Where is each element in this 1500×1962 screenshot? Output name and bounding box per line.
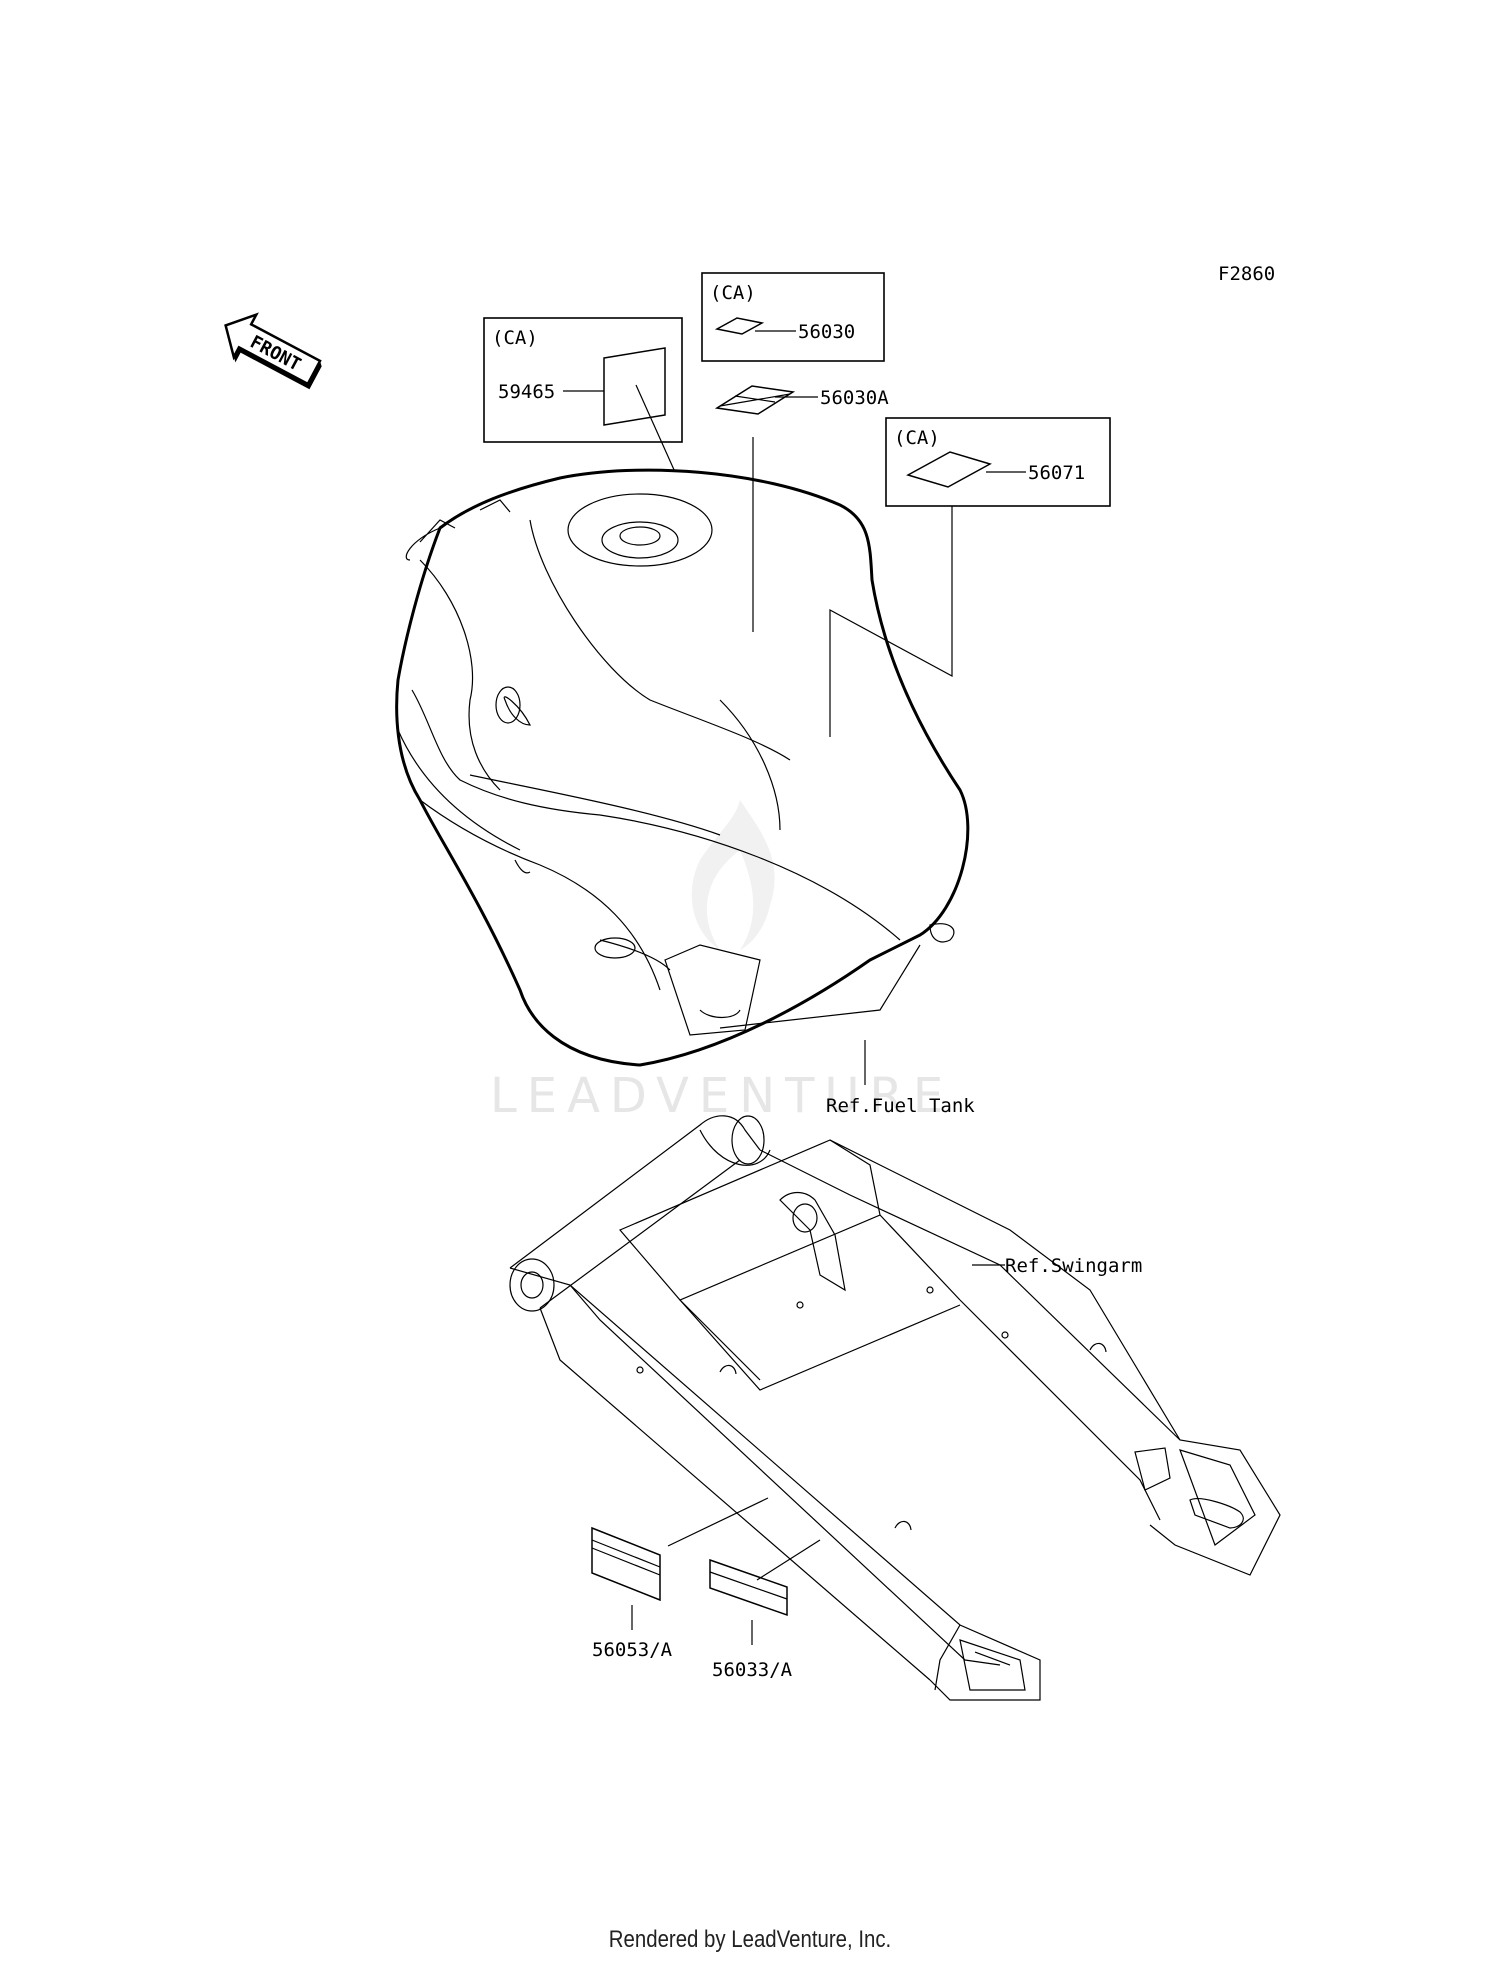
part-56053A-callout[interactable]: 56053/A [591, 1497, 769, 1661]
part-number-56071: 56071 [1028, 462, 1085, 484]
ref-fuel-tank: Ref.Fuel Tank [826, 1095, 975, 1117]
part-number-56053A: 56053/A [592, 1639, 673, 1661]
part-56030A-callout[interactable]: 56030A [714, 385, 889, 632]
part-56030-callout[interactable]: (CA) 56030 [701, 272, 885, 362]
ref-swingarm: Ref.Swingarm [1005, 1255, 1142, 1277]
label-56053A-icon [591, 1526, 661, 1602]
part-59465-callout[interactable]: (CA) 59465 [483, 317, 683, 473]
label-59465-icon [603, 347, 666, 426]
fuel-tank-drawing: Ref.Fuel Tank [395, 468, 975, 1117]
ca-tag-56030: (CA) [710, 282, 756, 304]
flame-watermark-icon [691, 800, 775, 950]
figure-code: F2860 [1218, 263, 1275, 285]
part-number-59465: 59465 [498, 381, 555, 403]
front-arrow-icon: FRONT [224, 312, 322, 390]
label-56030-icon [714, 317, 765, 335]
part-number-56030A: 56030A [820, 387, 889, 409]
footer-credit: Rendered by LeadVenture, Inc. [608, 1926, 892, 1953]
ca-tag-59465: (CA) [492, 327, 538, 349]
watermark-text: LEADVENTURE [490, 1068, 953, 1124]
part-56071-callout[interactable]: (CA) 56071 [829, 417, 1111, 737]
swingarm-drawing: Ref.Swingarm [509, 1115, 1281, 1701]
watermark: LEADVENTURE [490, 800, 953, 1124]
ca-tag-56071: (CA) [894, 427, 940, 449]
label-56071-icon [906, 451, 992, 488]
part-number-56030: 56030 [798, 321, 855, 343]
part-number-56033A: 56033/A [712, 1659, 793, 1681]
label-56033A-icon [709, 1558, 788, 1617]
part-56033A-callout[interactable]: 56033/A [709, 1539, 821, 1681]
